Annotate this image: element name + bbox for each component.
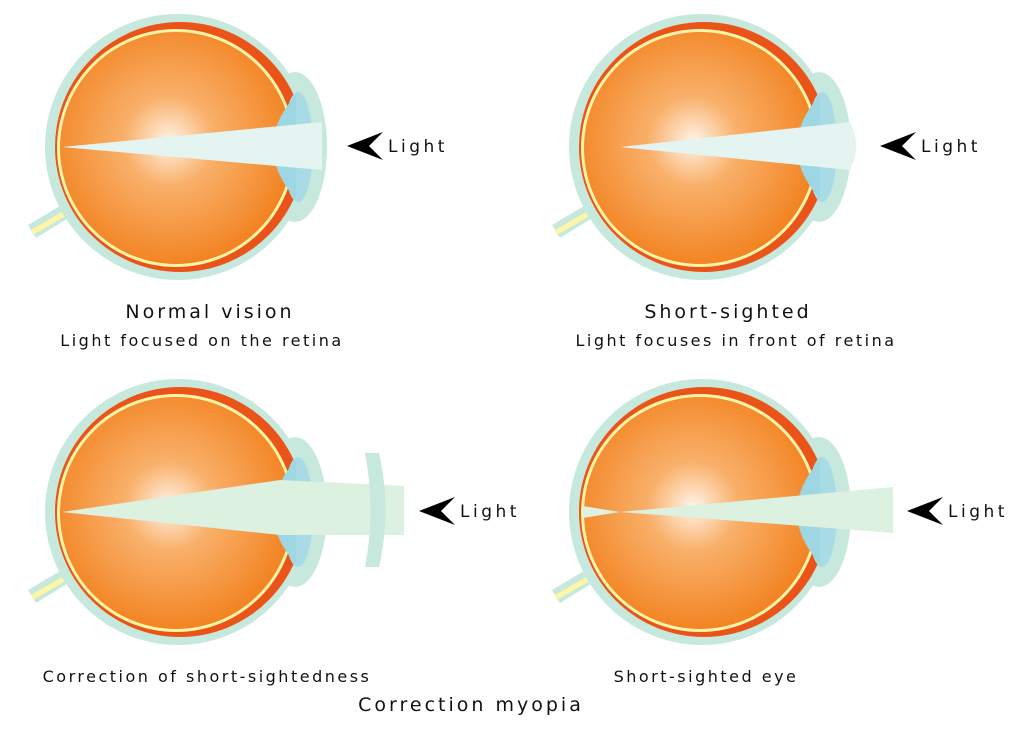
panel-subtitle: Light focused on the retina bbox=[60, 331, 343, 350]
panel-subtitle: Correction of short-sightedness bbox=[43, 667, 372, 686]
light-label: Light bbox=[388, 137, 448, 157]
light-beam-diverging bbox=[583, 506, 620, 518]
eye-corrected: Light Correction of short-sightedness bbox=[28, 379, 520, 686]
arrow-icon bbox=[347, 132, 383, 160]
light-beam bbox=[62, 480, 404, 535]
eye-normal-vision: Light Normal vision Light focused on the… bbox=[28, 14, 448, 350]
light-beam bbox=[62, 122, 322, 170]
eye-short-sighted: Light Short-sighted Light focuses in fro… bbox=[552, 14, 981, 350]
panel-title: Short-sighted bbox=[644, 301, 811, 323]
panel-subtitle: Short-sighted eye bbox=[614, 667, 799, 686]
panel-subtitle: Light focuses in front of retina bbox=[575, 331, 896, 350]
caption: Correction myopia bbox=[358, 694, 584, 716]
light-label: Light bbox=[460, 502, 520, 522]
arrow-icon bbox=[880, 132, 916, 160]
light-beam bbox=[620, 487, 893, 533]
arrow-icon bbox=[907, 497, 943, 525]
panel-title: Normal vision bbox=[125, 301, 294, 323]
arrow-icon bbox=[419, 497, 455, 525]
light-label: Light bbox=[948, 502, 1008, 522]
light-label: Light bbox=[921, 137, 981, 157]
concave-lens bbox=[365, 453, 386, 567]
light-beam bbox=[620, 122, 856, 170]
eye-short-sighted-uncorrected: Light Short-sighted eye bbox=[552, 379, 1008, 686]
